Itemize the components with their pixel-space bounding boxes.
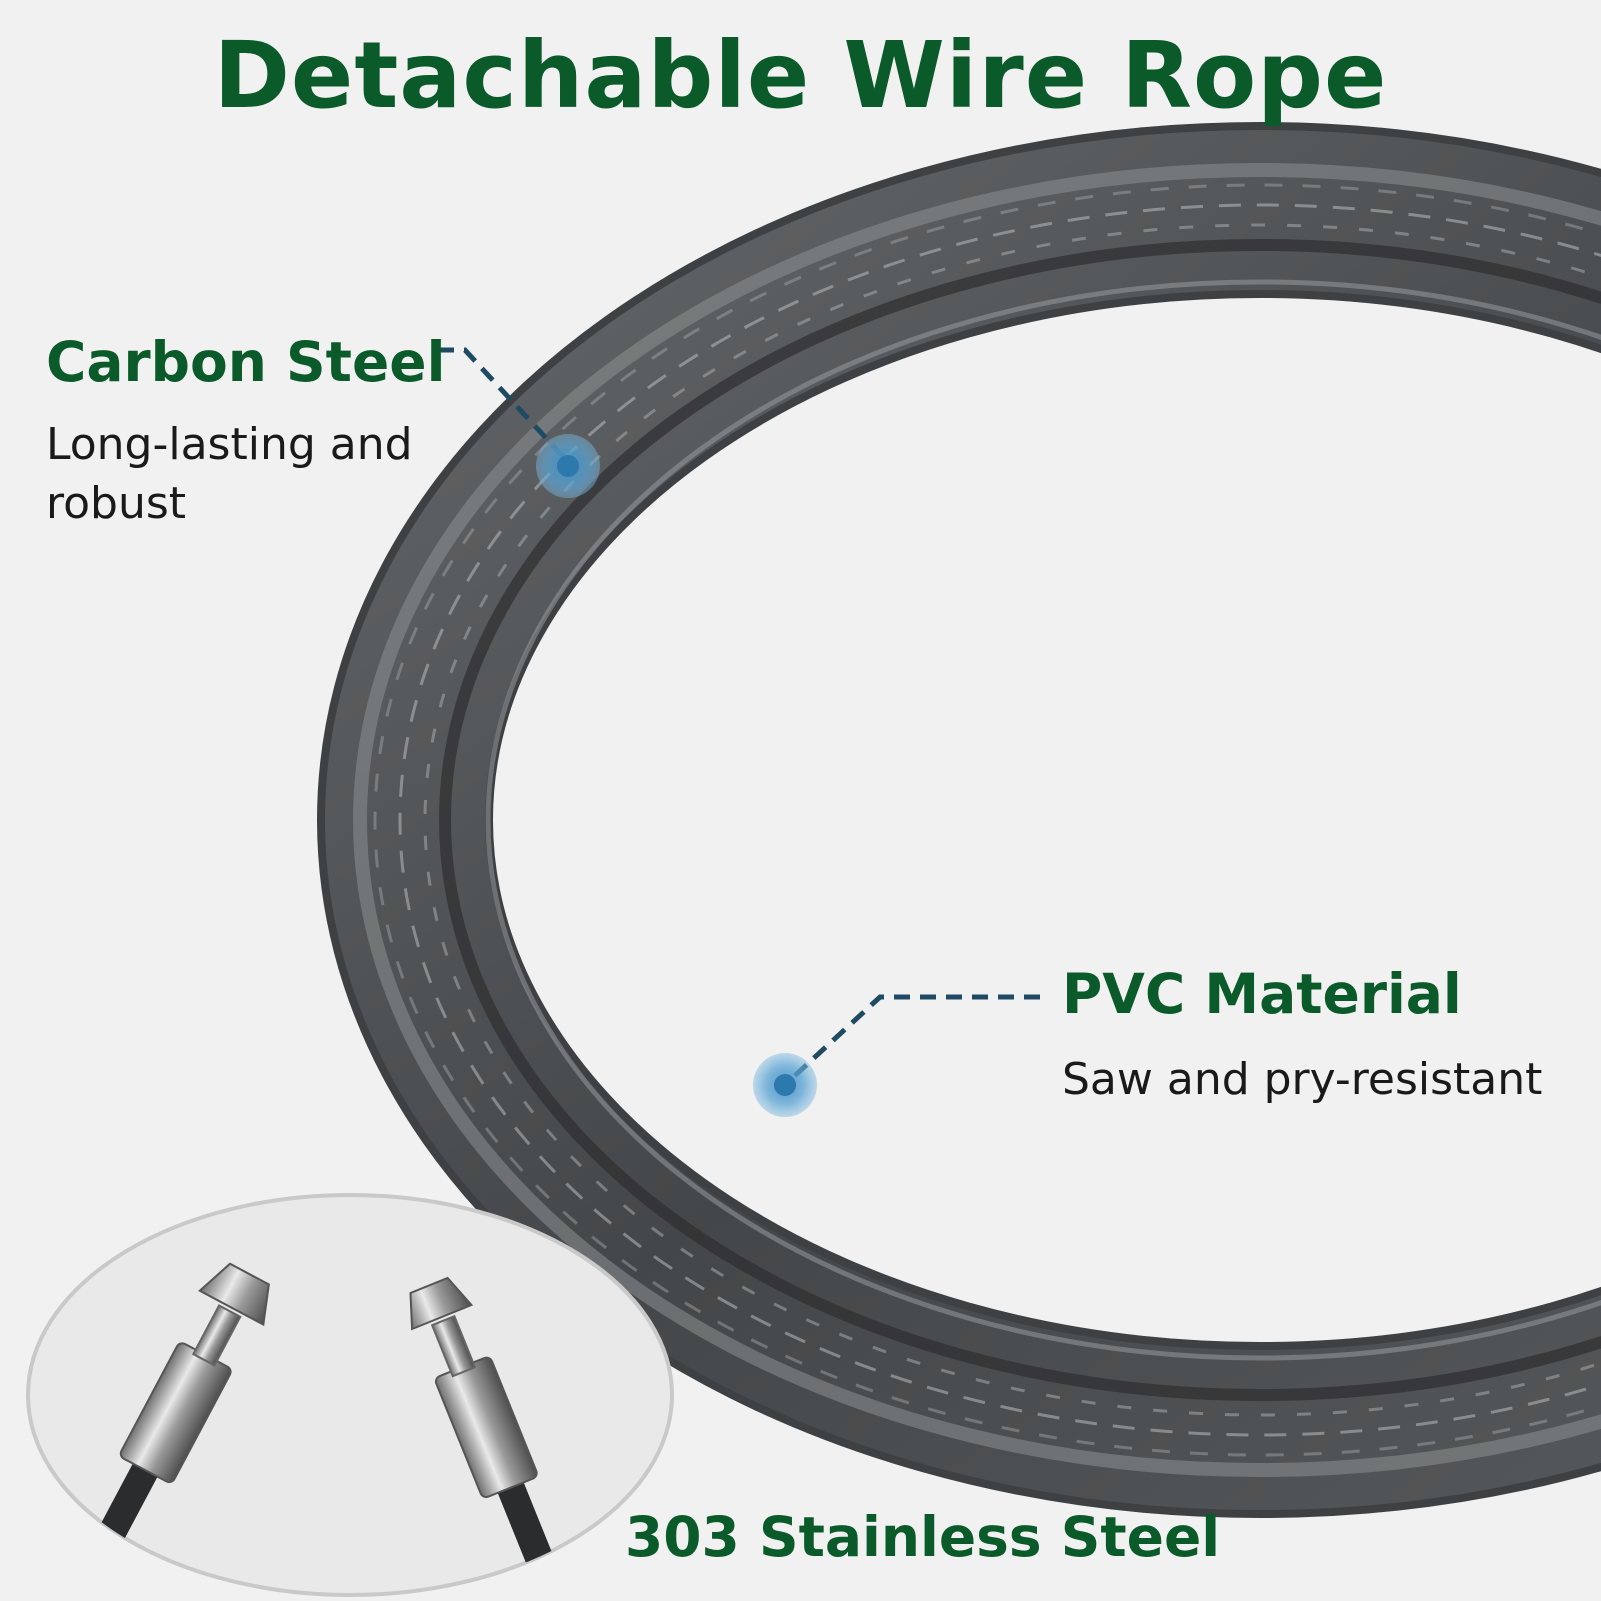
pvc-material-title: PVC Material: [1062, 962, 1462, 1026]
pvc-material-callout: [753, 994, 1040, 1117]
stainless-steel-title: 303 Stainless Steel: [625, 1505, 1221, 1569]
carbon-steel-title: Carbon Steel: [46, 330, 446, 394]
connector-detail-inset: [26, 1193, 674, 1597]
carbon-steel-description: Long-lasting and robust: [46, 419, 413, 529]
carbon-steel-callout: [438, 347, 600, 498]
pvc-material-description: Saw and pry-resistant: [1062, 1054, 1543, 1105]
wire-rope-cable: [317, 122, 1601, 1518]
page-title: Detachable Wire Rope: [213, 22, 1388, 129]
